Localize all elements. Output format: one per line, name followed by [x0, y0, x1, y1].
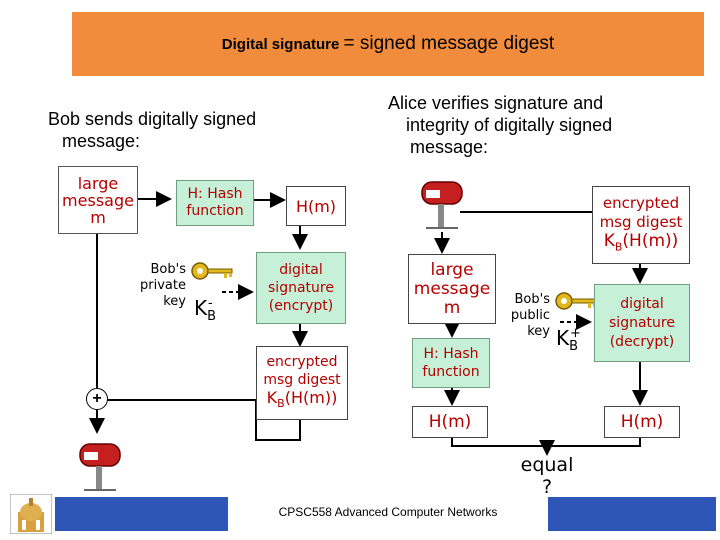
plus-icon: +: [86, 388, 108, 410]
alice-digital-signature-box: digital signature (decrypt): [594, 284, 690, 362]
bob-private-key-symbol: KB-: [194, 296, 217, 324]
title-equals: = signed: [343, 33, 416, 54]
bob-hm-box: H(m): [286, 186, 346, 226]
mailbox-icon: [74, 434, 128, 497]
line-hm2-to-equal: [550, 436, 641, 447]
footer-text: CPSC558 Advanced Computer Networks: [278, 505, 498, 519]
equal-question: equal ?: [520, 454, 574, 498]
line-hm-to-equal: [451, 436, 544, 447]
key-icon: [554, 290, 598, 317]
alice-hm-right-box: H(m): [604, 406, 680, 438]
title-banner: [72, 12, 704, 76]
title-part1: Digital signature: [221, 35, 344, 53]
line-enc-to-plus: [106, 399, 301, 441]
alice-public-key-symbol: KB+: [556, 326, 581, 354]
bob-heading: Bob sends digitally signed message:: [48, 109, 257, 151]
alice-large-message-box: large message m: [408, 254, 496, 324]
bob-digital-signature-box: digital signature (encrypt): [256, 252, 346, 324]
title-part2: message digest: [415, 33, 555, 54]
chapel-logo-icon: [9, 493, 53, 535]
footer-bar-right: [548, 497, 716, 531]
mailbox-icon: [416, 172, 470, 235]
bob-encrypted-digest-box: encrypted msg digest KB(H(m)): [256, 346, 348, 420]
alice-heading: Alice verifies signature and integrity o…: [388, 93, 613, 157]
bob-hash-function-box: H: Hash function: [176, 180, 254, 226]
alice-encrypted-digest-box: encrypted msg digest KB(H(m)): [592, 186, 690, 264]
slide-title: Digital signature = signed message diges…: [72, 12, 704, 76]
alice-hm-left-box: H(m): [412, 406, 488, 438]
key-icon: [190, 260, 234, 287]
alice-hash-function-box: H: Hash function: [412, 338, 490, 388]
alice-public-key-label: Bob's public key: [510, 292, 550, 339]
bob-large-message-box: large message m: [58, 166, 138, 234]
bob-private-key-label: Bob's private key: [140, 262, 186, 309]
footer-bar-left: [55, 497, 228, 531]
